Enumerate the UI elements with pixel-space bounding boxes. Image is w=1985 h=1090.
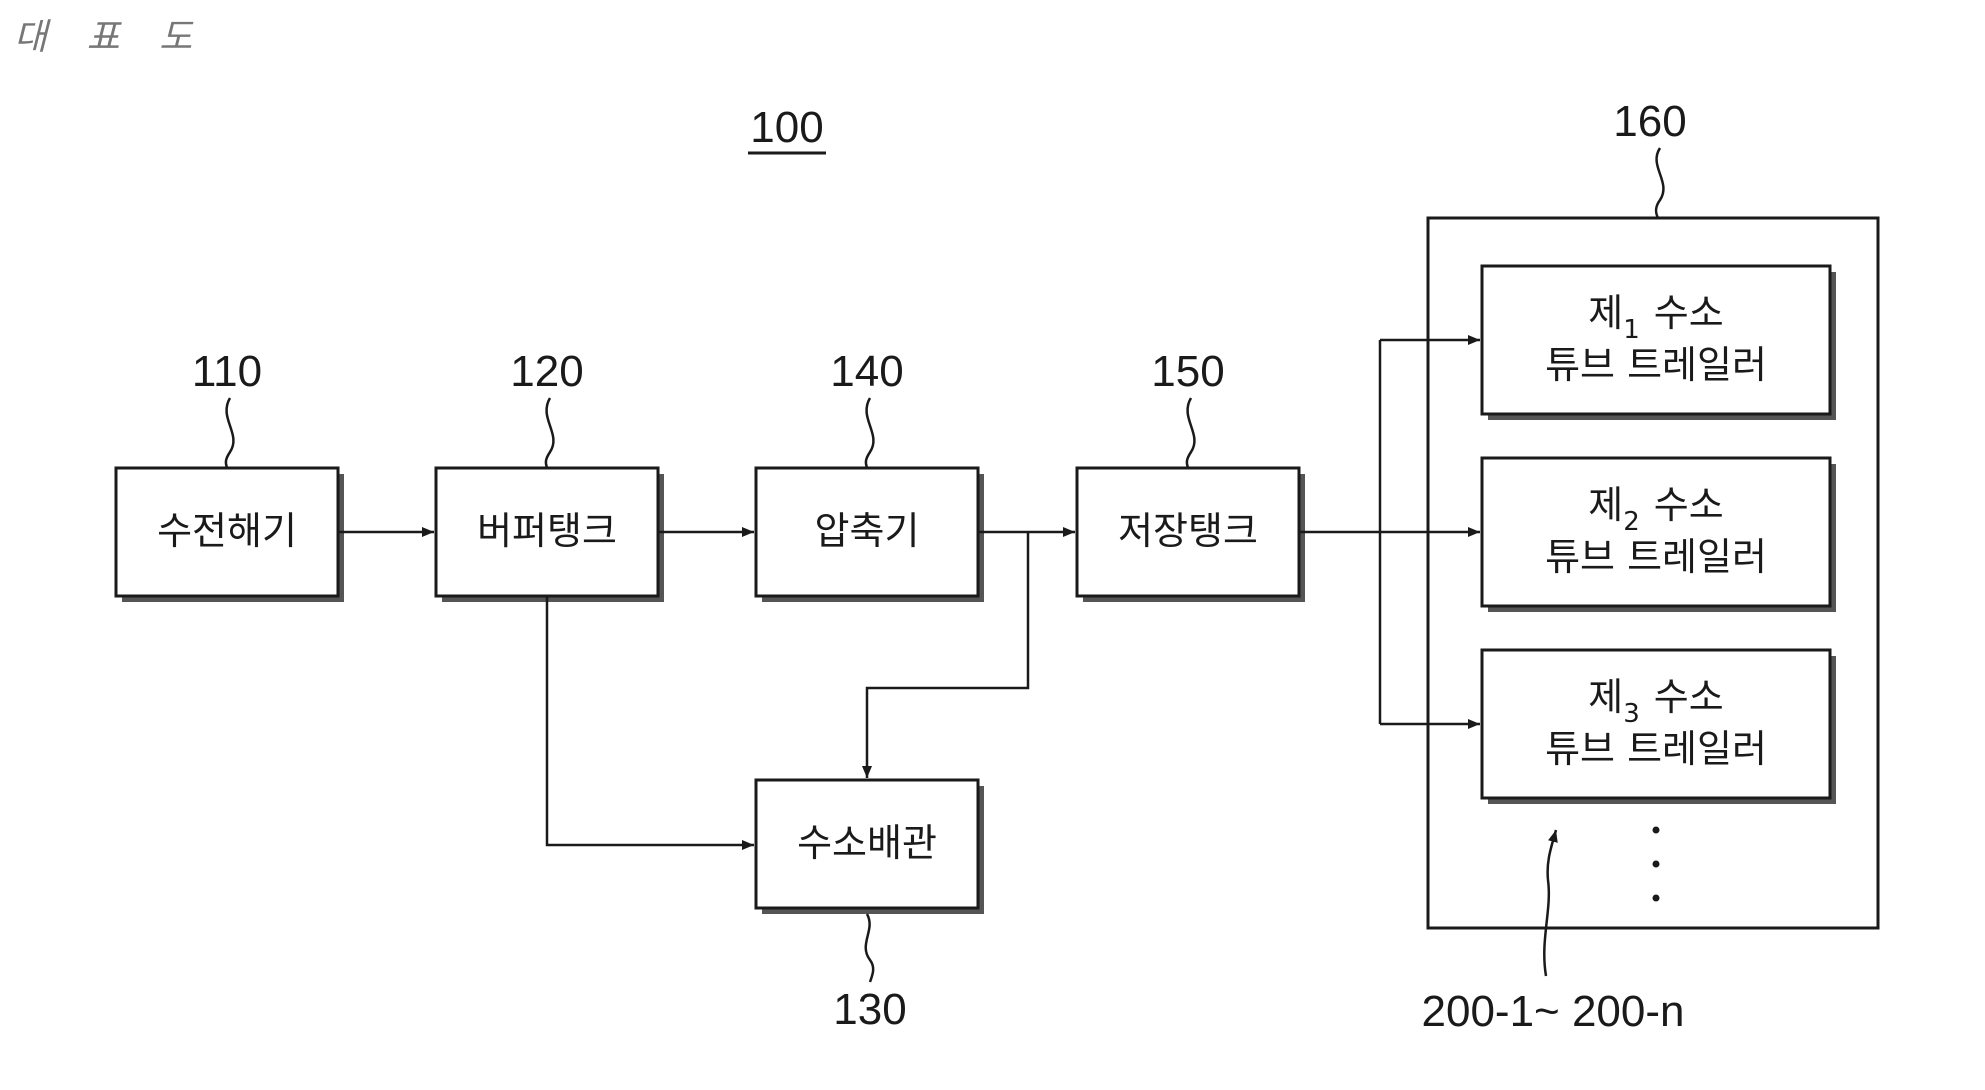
block-receiver: 수전해기	[116, 468, 344, 602]
storage-tank-ref-label: 150	[1151, 347, 1224, 396]
trailer-2-line2: 튜브 트레일러	[1545, 535, 1767, 579]
compressor-leader-line	[866, 398, 874, 468]
hydrogen-pipe-ref-label: 130	[833, 985, 906, 1034]
receiver-ref: 110	[192, 347, 262, 468]
storage-tank-leader-line	[1187, 398, 1195, 468]
trailer-group-ref-label: 160	[1613, 97, 1686, 146]
trailer-3-line2: 튜브 트레일러	[1545, 727, 1767, 771]
trailer-ellipsis	[1653, 827, 1660, 902]
compressor-label: 압축기	[815, 509, 920, 553]
compressor-ref-label: 140	[830, 347, 903, 396]
hydrogen-pipe-label: 수소배관	[797, 821, 937, 865]
block-storage-tank: 저장탱크	[1077, 468, 1305, 602]
trailer-2: 제2수소 튜브 트레일러	[1482, 458, 1836, 612]
buffer-tank-ref: 120	[510, 347, 583, 468]
block-compressor: 압축기	[756, 468, 984, 602]
trailer-group-leader-line	[1656, 148, 1663, 218]
buffer-tank-leader-line	[546, 398, 554, 468]
arrow-buffer-to-pipe	[547, 596, 754, 845]
trailer-3: 제3수소 튜브 트레일러	[1482, 650, 1836, 804]
trailer-1: 제1수소 튜브 트레일러	[1482, 266, 1836, 420]
system-ref: 100	[748, 103, 826, 153]
compressor-ref: 140	[830, 347, 903, 468]
storage-tank-label: 저장탱크	[1118, 509, 1258, 553]
hydrogen-pipe-leader-line	[866, 914, 873, 982]
trailers-ref-arrow	[1544, 830, 1556, 976]
receiver-label: 수전해기	[157, 509, 297, 553]
storage-tank-ref: 150	[1151, 347, 1224, 468]
trailers-ref-label: 200-1~ 200-n	[1422, 987, 1685, 1036]
receiver-ref-label: 110	[192, 347, 262, 396]
hydrogen-pipe-ref: 130	[833, 914, 906, 1034]
block-hydrogen-pipe: 수소배관	[756, 780, 984, 914]
buffer-tank-label: 버퍼탱크	[477, 509, 617, 553]
buffer-tank-ref-label: 120	[510, 347, 583, 396]
trailer-group: 160 제1수소 튜브 트레일러 제2수소 튜브 트레일러 제3수소 튜브 트레…	[1428, 97, 1878, 928]
receiver-leader-line	[226, 398, 234, 468]
system-ref-label: 100	[750, 103, 823, 152]
trailers-ref: 200-1~ 200-n	[1422, 830, 1685, 1036]
block-buffer-tank: 버퍼탱크	[436, 468, 664, 602]
trailer-1-line2: 튜브 트레일러	[1545, 343, 1767, 387]
